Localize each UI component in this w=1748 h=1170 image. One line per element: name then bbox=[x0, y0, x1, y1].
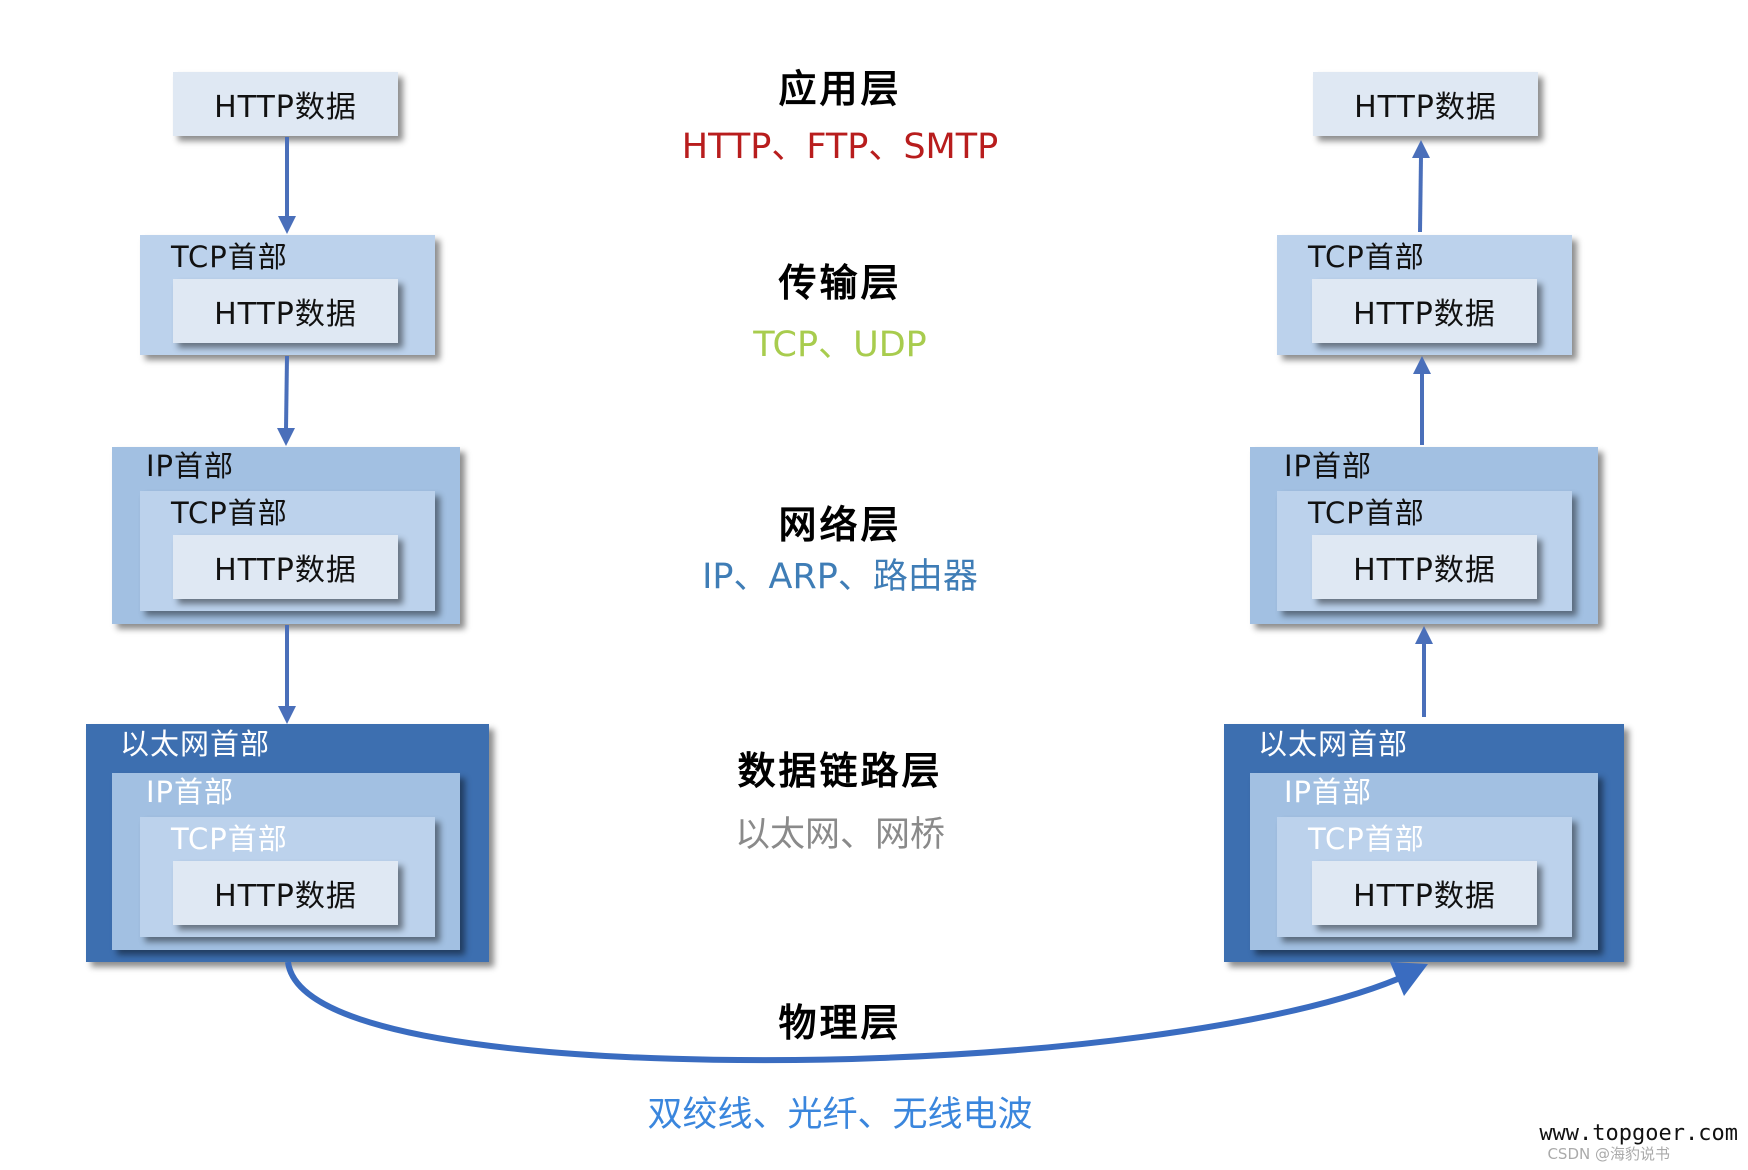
left-l3-tcp-frame: TCP首部 HTTP数据 bbox=[140, 491, 435, 611]
left-l4-http-box: HTTP数据 bbox=[173, 861, 398, 925]
right-l3-http-box: HTTP数据 bbox=[1312, 535, 1537, 599]
right-l1-http-box: HTTP数据 bbox=[1313, 72, 1538, 136]
physical-layer-protocols: 双绞线、光纤、无线电波 bbox=[647, 1095, 1033, 1135]
physical-link-arrowhead bbox=[1390, 962, 1428, 996]
physical-layer-name: 物理层 bbox=[778, 1001, 902, 1045]
right-l2-http-box: HTTP数据 bbox=[1312, 279, 1537, 343]
right-l2-tcp-frame: TCP首部 HTTP数据 bbox=[1277, 235, 1572, 355]
http-data-label: HTTP数据 bbox=[1353, 553, 1496, 588]
transport-layer-protocols: TCP、UDP bbox=[753, 325, 927, 365]
tcp-header-label: TCP首部 bbox=[171, 496, 288, 530]
physical-link-curve bbox=[285, 961, 1402, 1064]
right-l4-eth-frame: 以太网首部 IP首部 TCP首部 HTTP数据 bbox=[1224, 724, 1624, 962]
arrowhead-up-1 bbox=[1415, 626, 1433, 644]
left-l1-http-box: HTTP数据 bbox=[173, 72, 398, 136]
left-l3-http-box: HTTP数据 bbox=[173, 535, 398, 599]
arrow-up-3 bbox=[1418, 155, 1423, 233]
http-data-label: HTTP数据 bbox=[1353, 879, 1496, 914]
left-l4-ip-frame: IP首部 TCP首部 HTTP数据 bbox=[112, 773, 460, 950]
arrowhead-down-2 bbox=[277, 428, 295, 446]
datalink-layer-name: 数据链路层 bbox=[737, 749, 943, 793]
ip-header-label: IP首部 bbox=[1284, 775, 1373, 809]
http-data-label: HTTP数据 bbox=[214, 297, 357, 332]
left-l4-tcp-frame: TCP首部 HTTP数据 bbox=[140, 817, 435, 937]
arrowhead-up-3 bbox=[1412, 140, 1430, 158]
tcp-header-label: TCP首部 bbox=[171, 822, 288, 856]
right-l4-tcp-frame: TCP首部 HTTP数据 bbox=[1277, 817, 1572, 937]
tcp-header-label: TCP首部 bbox=[1308, 822, 1425, 856]
left-l3-ip-frame: IP首部 TCP首部 HTTP数据 bbox=[112, 447, 460, 624]
right-l4-http-box: HTTP数据 bbox=[1312, 861, 1537, 925]
arrowhead-down-3 bbox=[278, 706, 296, 724]
arrowhead-up-2 bbox=[1413, 356, 1431, 374]
application-layer-name: 应用层 bbox=[778, 67, 902, 111]
tcp-header-label: TCP首部 bbox=[171, 240, 288, 274]
watermark-secondary-text: CSDN @海豹说书 bbox=[1547, 1145, 1670, 1163]
http-data-label: HTTP数据 bbox=[1353, 297, 1496, 332]
eth-header-label: 以太网首部 bbox=[120, 727, 271, 761]
http-data-label: HTTP数据 bbox=[214, 879, 357, 914]
left-l2-http-box: HTTP数据 bbox=[173, 279, 398, 343]
datalink-layer-protocols: 以太网、网桥 bbox=[734, 815, 945, 855]
watermark-text: www.topgoer.com bbox=[1539, 1121, 1738, 1146]
tcp-header-label: TCP首部 bbox=[1308, 240, 1425, 274]
application-layer-protocols: HTTP、FTP、SMTP bbox=[681, 127, 999, 167]
transport-layer-name: 传输层 bbox=[778, 261, 902, 305]
network-layer-protocols: IP、ARP、路由器 bbox=[702, 557, 978, 597]
left-l4-eth-frame: 以太网首部 IP首部 TCP首部 HTTP数据 bbox=[86, 724, 489, 962]
ip-header-label: IP首部 bbox=[146, 449, 235, 483]
ip-header-label: IP首部 bbox=[1284, 449, 1373, 483]
arrow-down-2 bbox=[284, 355, 289, 431]
left-l2-tcp-frame: TCP首部 HTTP数据 bbox=[140, 235, 435, 355]
arrowhead-down-1 bbox=[278, 216, 296, 234]
tcp-header-label: TCP首部 bbox=[1308, 496, 1425, 530]
eth-header-label: 以太网首部 bbox=[1258, 727, 1409, 761]
network-layer-name: 网络层 bbox=[778, 503, 902, 547]
http-data-label: HTTP数据 bbox=[214, 553, 357, 588]
right-l3-tcp-frame: TCP首部 HTTP数据 bbox=[1277, 491, 1572, 611]
right-l3-ip-frame: IP首部 TCP首部 HTTP数据 bbox=[1250, 447, 1598, 624]
http-data-label: HTTP数据 bbox=[214, 90, 357, 125]
right-l4-ip-frame: IP首部 TCP首部 HTTP数据 bbox=[1250, 773, 1598, 950]
ip-header-label: IP首部 bbox=[146, 775, 235, 809]
http-data-label: HTTP数据 bbox=[1354, 90, 1497, 125]
